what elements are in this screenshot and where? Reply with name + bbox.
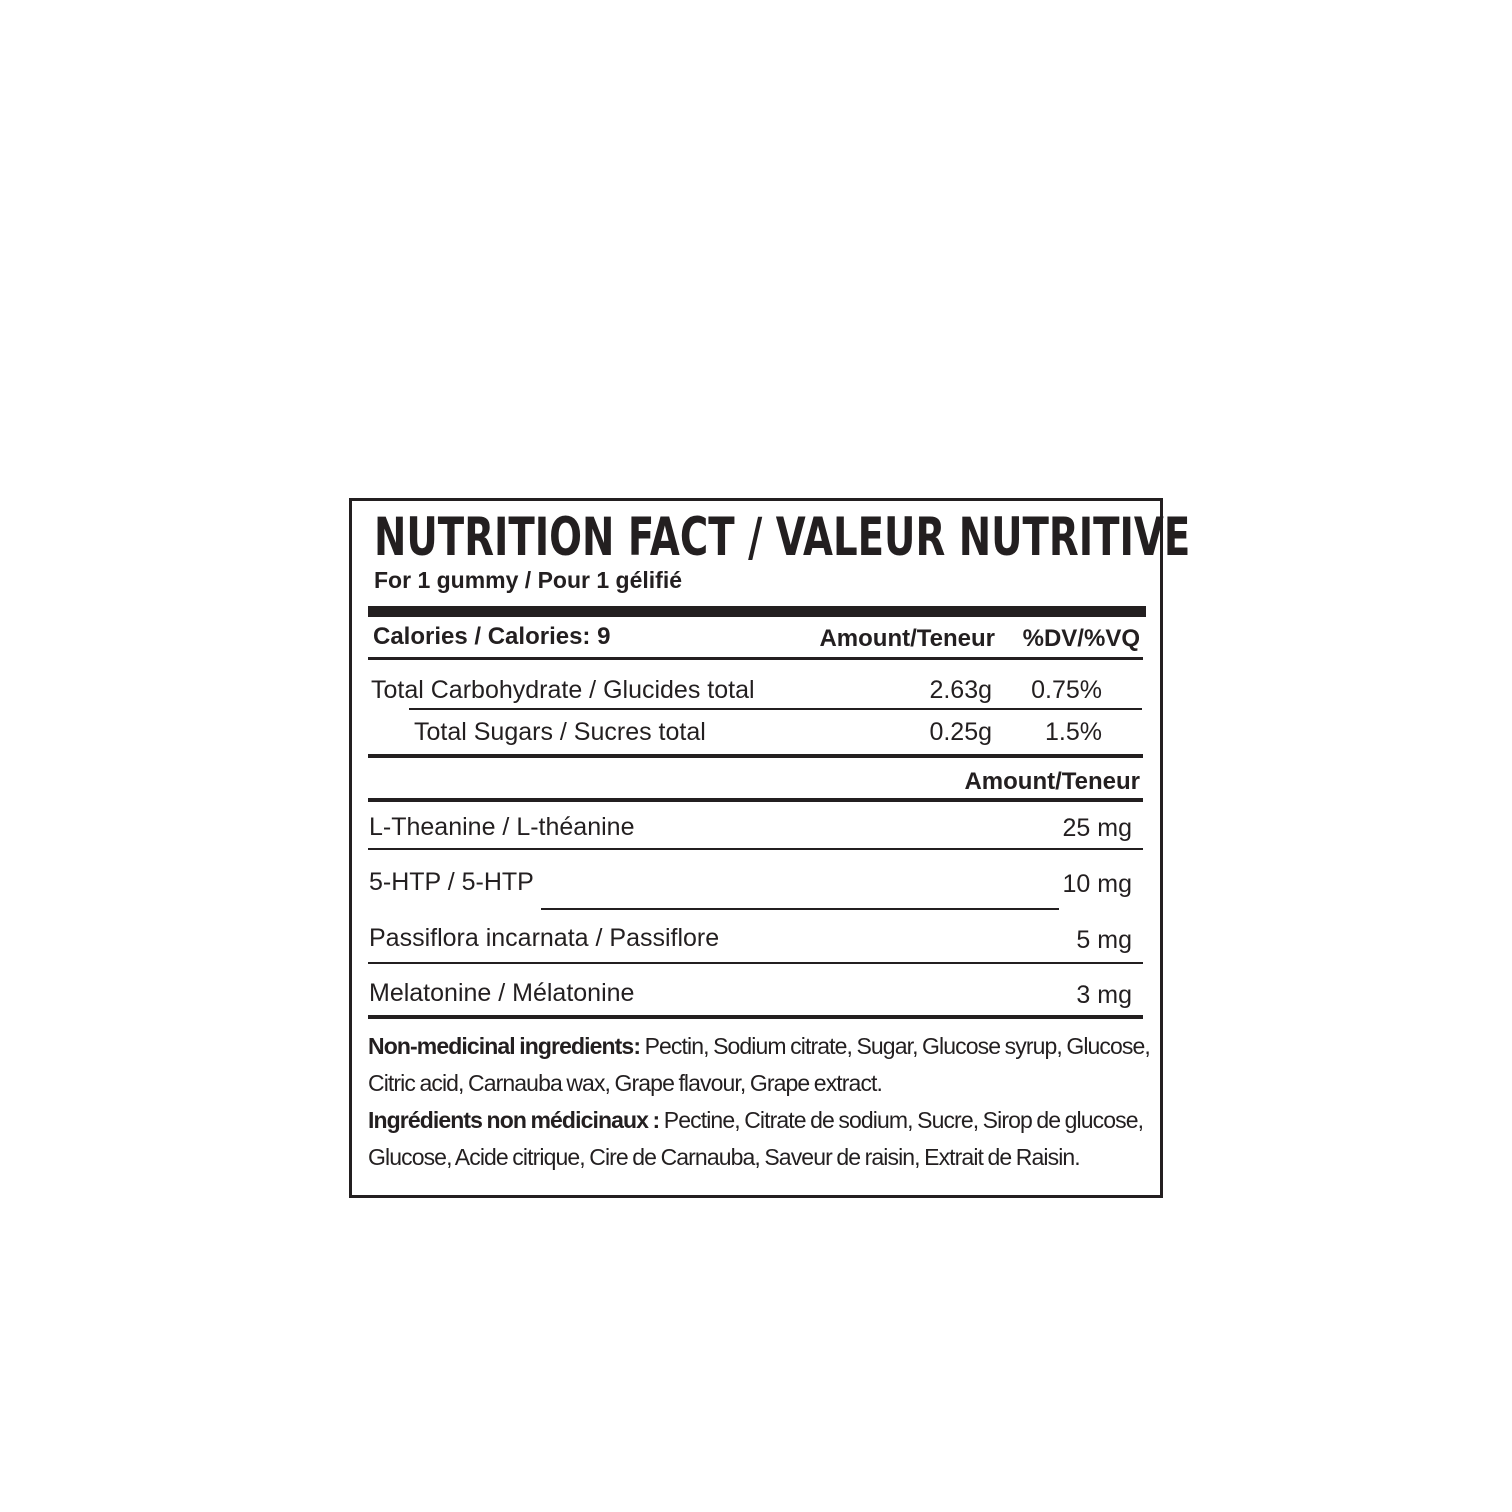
row-divider	[409, 708, 1142, 710]
nutrient-amount: 0.25g	[929, 718, 992, 746]
nutrient-dv: 1.5%	[1045, 718, 1102, 746]
row-divider	[541, 908, 1059, 910]
ingredient-amount: 3 mg	[1076, 981, 1132, 1009]
ingredient-amount: 10 mg	[1062, 870, 1132, 898]
nutrient-name: Total Sugars / Sucres total	[414, 718, 706, 746]
amount-header: Amount/Teneur	[819, 625, 995, 652]
ingredients-english: Non-medicinal ingredients: Pectin, Sodiu…	[368, 1028, 1168, 1102]
nutrient-amount: 2.63g	[929, 676, 992, 704]
panel-title: NUTRITION FACT / VALEUR NUTRITIVE	[374, 507, 1191, 568]
section-divider	[368, 1015, 1143, 1019]
nutrition-facts-panel: NUTRITION FACT / VALEUR NUTRITIVE For 1 …	[349, 498, 1190, 1198]
ingredients-en-text: Pectin, Sodium citrate, Sugar, Glucose s…	[368, 1033, 1151, 1096]
nutrient-dv: 0.75%	[1031, 676, 1102, 704]
section-divider	[368, 754, 1143, 758]
ingredient-name: Passiflora incarnata / Passiflore	[369, 924, 720, 952]
dv-header: %DV/%VQ	[1022, 625, 1140, 652]
ingredient-amount: 25 mg	[1062, 814, 1132, 842]
ingredient-name: 5-HTP / 5-HTP	[369, 868, 534, 896]
calories-label: Calories / Calories: 9	[373, 623, 611, 650]
ingredient-name: L-Theanine / L-théanine	[369, 813, 635, 841]
section-divider	[368, 798, 1143, 802]
row-divider	[368, 848, 1143, 850]
serving-size: For 1 gummy / Pour 1 gélifié	[374, 567, 683, 593]
medicinal-amount-header: Amount/Teneur	[964, 768, 1140, 795]
nutrient-name: Total Carbohydrate / Glucides total	[371, 676, 755, 704]
thick-divider	[368, 606, 1146, 617]
non-medicinal-ingredients: Non-medicinal ingredients: Pectin, Sodiu…	[368, 1028, 1168, 1176]
ingredient-name: Melatonine / Mélatonine	[369, 979, 635, 1007]
ingredients-en-label: Non-medicinal ingredients:	[368, 1033, 641, 1059]
ingredients-fr-text: Pectine, Citrate de sodium, Sucre, Sirop…	[368, 1107, 1144, 1170]
ingredients-fr-label: Ingrédients non médicinaux :	[368, 1107, 660, 1133]
ingredient-amount: 5 mg	[1076, 926, 1132, 954]
row-divider	[368, 962, 1143, 964]
ingredients-french: Ingrédients non médicinaux : Pectine, Ci…	[368, 1102, 1168, 1176]
header-divider	[368, 657, 1143, 660]
